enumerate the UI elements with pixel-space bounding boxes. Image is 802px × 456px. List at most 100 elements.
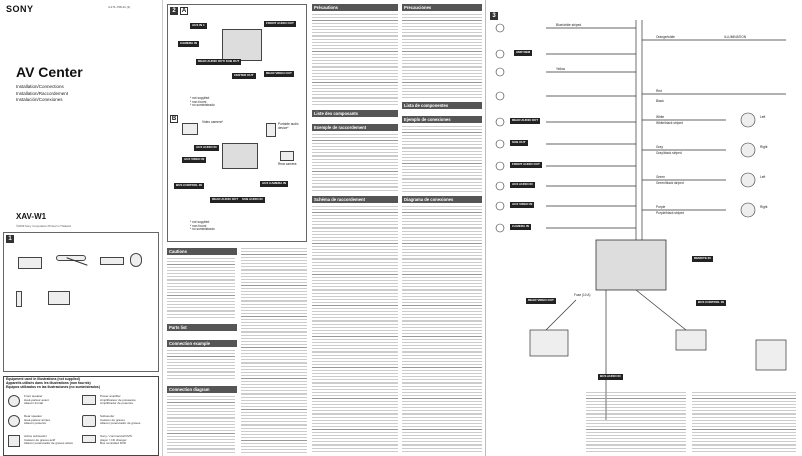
- speaker-left-label: Left: [760, 115, 766, 119]
- section-3-number: 3: [490, 12, 498, 20]
- french-column: Précautions Liste des composants Exemple…: [310, 0, 400, 456]
- section-1-number: 1: [6, 235, 14, 243]
- sub-out-tag: SUB OUT: [510, 140, 528, 146]
- english-column: 2 A AUX IN 1 FRONT AUDIO OUT REAR AUDIO …: [162, 0, 310, 456]
- camera-in-tag: CAMERA IN: [510, 224, 531, 230]
- label-rear-audio-out: REAR AUDIO OUT/ SUB OUT: [196, 59, 242, 65]
- connection-example-text: [167, 350, 235, 380]
- subwoofer-icon: [82, 415, 96, 427]
- video-camera-icon: [182, 123, 198, 135]
- rear-speaker-icon: [8, 415, 20, 427]
- wire-color-1: Blue/white striped: [556, 23, 582, 27]
- subtitle-es: Instalación/Conexiones: [16, 97, 63, 102]
- label-front-audio-out: FRONT AUDIO OUT: [264, 21, 296, 27]
- label-rear-video-out: REAR VIDEO OUT: [264, 71, 294, 77]
- connection-diagram-fr-heading: Schéma de raccordement: [312, 196, 398, 203]
- av-center-unit-b: [222, 143, 258, 169]
- fuse-label: Fuse (10 A): [574, 293, 591, 297]
- label-rear-audio-out-b: REAR AUDIO OUT: [210, 197, 241, 203]
- english-text-right: [241, 248, 307, 454]
- equipment-item-subwoofer: Subwoofer Caisson de graves Altavoz pote…: [100, 414, 141, 425]
- remote-in-tag: REMOTE IN: [692, 256, 713, 262]
- diagram-a-note: * not supplied * non fourni * no suminis…: [190, 96, 215, 108]
- connection-example-es-heading: Ejemplo de conexiones: [402, 116, 482, 123]
- subtitle-en: Installation/Connections: [16, 84, 64, 89]
- aux-video-in-tag: AUX VIDEO IN: [510, 202, 535, 208]
- mounting-frame-icon: [18, 257, 42, 269]
- label-aux-in-1: AUX IN 1: [190, 23, 207, 29]
- wiring-lines: [495, 20, 787, 420]
- bus-control-in-tag: BUS CONTROL IN: [696, 300, 726, 306]
- section-1-parts-box: 1: [3, 232, 159, 372]
- av-center-unit-a: [222, 29, 262, 61]
- front-audio-out-tag: FRONT AUDIO OUT: [510, 162, 542, 168]
- wire-color-13: Yellow: [556, 67, 566, 71]
- microphone-icon: [100, 257, 124, 265]
- wire-color-11: Red: [656, 89, 662, 93]
- active-subwoofer-icon: [8, 435, 20, 447]
- label-aux-audio-in: AUX AUDIO IN: [194, 145, 219, 151]
- label-camera-in: CAMERA IN: [178, 41, 199, 47]
- wire-color-2: White: [656, 115, 665, 119]
- part-number: 4-171-768-11 (1): [108, 5, 131, 9]
- portable-device-icon: [266, 123, 276, 137]
- connection-example-es-text: [402, 126, 482, 192]
- connection-example-fr-text: [312, 134, 398, 192]
- precautions-es-heading: Precauciones: [402, 4, 482, 11]
- wire-color-10: Orange/white: [656, 35, 675, 39]
- wiring-footnotes-right: [692, 392, 796, 452]
- label-bus-control-in: BUS CONTROL IN: [174, 183, 204, 189]
- wire-color-5: Gray/black striped: [656, 151, 682, 155]
- diagram-b-marker: B: [170, 115, 178, 123]
- speaker-right-label: Right: [760, 145, 768, 149]
- connection-diagram-fr-text: [312, 206, 398, 454]
- label-rear-camera: Rear camera: [278, 162, 297, 166]
- brand-logo: SONY: [6, 4, 34, 14]
- section-2-diagrams: 2 A AUX IN 1 FRONT AUDIO OUT REAR AUDIO …: [167, 4, 307, 242]
- power-amplifier-icon: [82, 395, 96, 405]
- parts-list-es-heading: Lista de componentes: [402, 102, 482, 109]
- aux-audio-in-tag: AUX AUDIO IN: [510, 182, 535, 188]
- section-2-number: 2: [170, 7, 178, 15]
- equipment-item-active-subwoofer: Active subwoofer Caisson de graves actif…: [24, 434, 74, 445]
- connection-example-fr-heading: Exemple de raccordement: [312, 124, 398, 131]
- rear-video-out-tag: REAR VIDEO OUT: [526, 298, 556, 304]
- precautions-es-text: [402, 14, 482, 98]
- speaker-right-label-2: Right: [760, 205, 768, 209]
- wire-color-12: Black: [656, 99, 664, 103]
- front-speaker-icon: [8, 395, 20, 407]
- bus-audio-in-tag: BUS AUDIO IN: [598, 374, 623, 380]
- diagram-b-note: * not supplied * non fourni * no suminis…: [190, 220, 215, 232]
- wire-amp-rem-label: AMP REM: [514, 50, 533, 56]
- label-aux-video-in: AUX VIDEO IN: [182, 157, 207, 163]
- model-number: XAV-W1: [16, 212, 47, 221]
- wire-color-3: White/black striped: [656, 121, 683, 125]
- label-center-out: CENTER OUT: [232, 73, 256, 79]
- wiring-footnotes-left: [586, 392, 686, 452]
- bracket-icon: [48, 291, 70, 305]
- rear-camera-icon: [280, 151, 294, 161]
- rear-audio-out-tag: REAR AUDIO OUT: [510, 118, 541, 124]
- page-title: AV Center: [16, 64, 83, 80]
- equipment-item-rear-speaker: Rear speaker Haut-parleur arrière Altavo…: [24, 414, 51, 425]
- equipment-legend: Equipment used in illustrations (not sup…: [3, 376, 159, 456]
- diagram-a-marker: A: [180, 7, 188, 15]
- equipment-item-amplifier: Power amplifier Amplificateur de puissan…: [100, 394, 136, 405]
- wire-illumination-label: ILLUMINATION: [724, 35, 747, 39]
- wire-color-9: Purple/black striped: [656, 211, 684, 215]
- label-portable-device: Portable audio device*: [278, 122, 299, 130]
- connection-diagram-es-text: [402, 206, 482, 454]
- screw-icon: [16, 291, 22, 307]
- parts-list-fr-heading: Liste des composants: [312, 110, 398, 117]
- wire-color-6: Green: [656, 175, 665, 179]
- connection-diagram-heading: Connection diagram: [167, 386, 237, 393]
- connection-example-heading: Connection example: [167, 340, 237, 347]
- connection-diagram-es-heading: Diagrama de conexiones: [402, 196, 482, 203]
- wiring-diagram: 3: [485, 0, 802, 456]
- label-sub-audio-in: SUB AUDIO IN: [240, 197, 265, 203]
- spanish-column: Precauciones Lista de componentes Ejempl…: [400, 0, 485, 456]
- equipment-item-front-speaker: Front speaker Haut-parleur avant Altavoz…: [24, 394, 49, 405]
- subtitles: Installation/Connections Installation/Ra…: [16, 84, 68, 104]
- label-video-camera: Video camera*: [202, 120, 223, 124]
